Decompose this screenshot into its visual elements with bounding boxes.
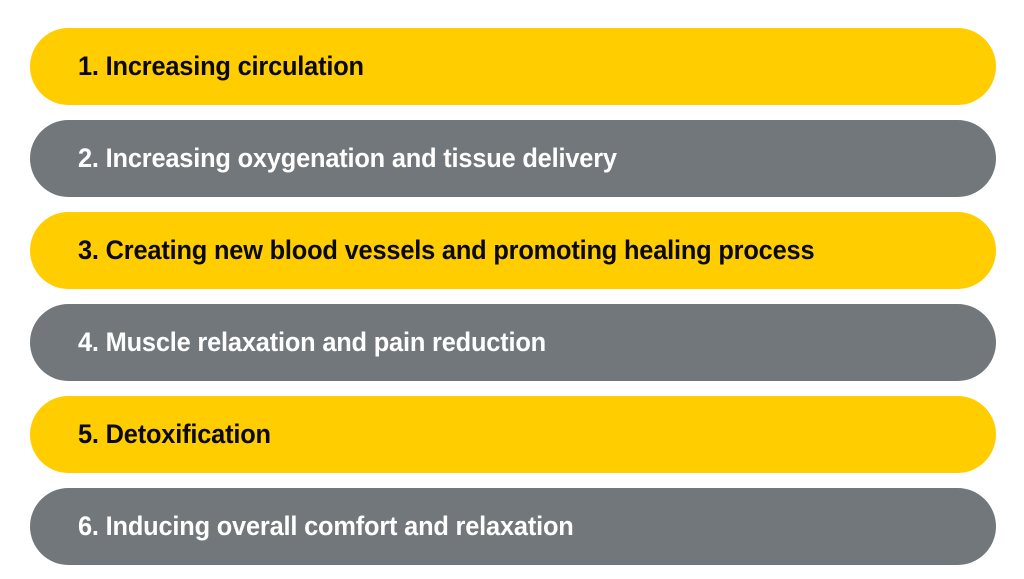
list-item-label: 6. Inducing overall comfort and relaxati…: [78, 511, 574, 542]
list-item-label: 1. Increasing circulation: [78, 51, 364, 82]
list-item[interactable]: 1. Increasing circulation: [30, 28, 996, 105]
list-item-label: 2. Increasing oxygenation and tissue del…: [78, 143, 617, 174]
list-item-label: 4. Muscle relaxation and pain reduction: [78, 327, 546, 358]
list-item[interactable]: 4. Muscle relaxation and pain reduction: [30, 304, 996, 381]
list-item[interactable]: 2. Increasing oxygenation and tissue del…: [30, 120, 996, 197]
list-item-label: 3. Creating new blood vessels and promot…: [78, 235, 815, 266]
benefits-list: 1. Increasing circulation 2. Increasing …: [30, 28, 996, 565]
list-item[interactable]: 5. Detoxification: [30, 396, 996, 473]
list-item-label: 5. Detoxification: [78, 419, 271, 450]
list-item[interactable]: 3. Creating new blood vessels and promot…: [30, 212, 996, 289]
list-item[interactable]: 6. Inducing overall comfort and relaxati…: [30, 488, 996, 565]
